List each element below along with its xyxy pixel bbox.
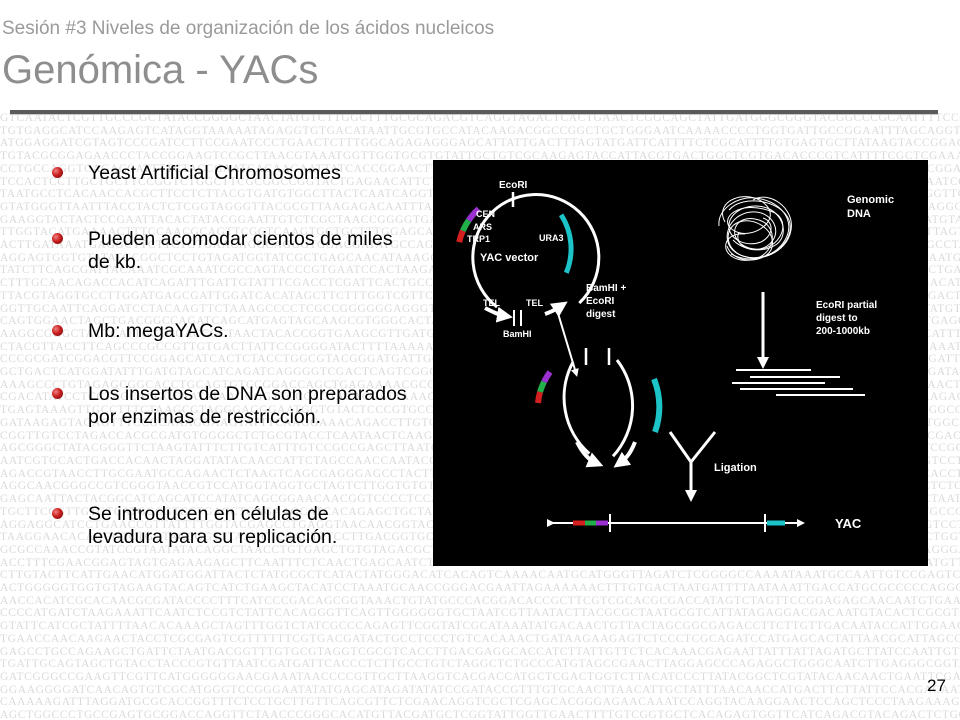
digest-label-line: BamHI + [586,283,626,294]
digest-label-line: digest [586,309,616,320]
ecori-label: EcoRI [499,180,528,191]
yac-cloning-diagram: EcoRI CEN ARS TRP1 URA3 YAC vector TEL T… [433,160,928,566]
ligation-arrows [668,431,717,502]
tel-left-label: TEL [483,298,501,308]
bullet-text: Se introducen en células de levadura par… [88,503,338,548]
genomic-dna-tangle [718,196,792,261]
title-divider [10,110,938,114]
page-number: 27 [927,676,946,695]
bullet-icon [52,388,63,399]
genomic-dna-label-line: Genomic [847,194,894,206]
bullet-icon [52,167,63,178]
partial-digest-label-line: digest to [816,313,858,324]
yac-vector-label: YAC vector [480,252,539,264]
partial-digest-label-line: 200-1000kb [816,326,870,337]
bullet-icon [52,508,63,519]
title-divider-shadow [10,114,938,115]
trp1-label: TRP1 [467,234,490,244]
yac-label: YAC [835,516,862,531]
slide-subtitle: Sesión #3 Niveles de organización de los… [2,18,495,39]
digested-vector-arms [535,348,663,468]
bamhi-label: BamHI [503,329,532,339]
slide-title: Genómica - YACs [2,48,319,92]
bullet-text: Mb: megaYACs. [88,320,229,342]
bullet-text: Yeast Artificial Chromosomes [88,162,341,184]
bullet-icon [52,325,63,336]
ars-label: ARS [473,222,492,232]
dna-fragments [732,369,865,396]
genomic-dna-label-line: DNA [847,208,871,220]
cen-label: CEN [476,209,495,219]
partial-digest-label-line: EcoRI partial [816,300,877,311]
digest-label-line: EcoRI [586,296,615,307]
yac-vector-circle [456,192,601,326]
ura3-label: URA3 [539,233,564,243]
bullet-icon [52,233,63,244]
yac-diagram-svg: EcoRI CEN ARS TRP1 URA3 YAC vector TEL T… [456,180,894,532]
ligation-label: Ligation [714,462,757,474]
bullet-text: Pueden acomodar cientos de miles de kb. [88,228,393,273]
tel-right-label: TEL [526,298,544,308]
bullet-text: Los insertos de DNA son preparados por e… [88,383,407,428]
yac-construct [547,514,805,532]
